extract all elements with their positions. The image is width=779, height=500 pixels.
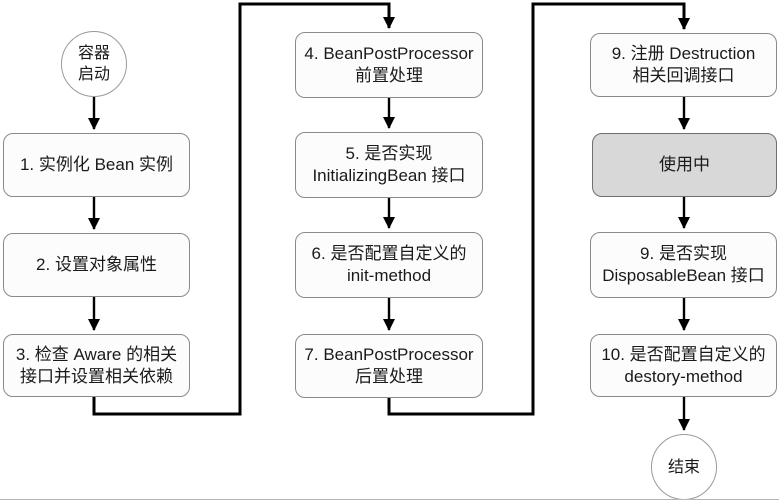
connector-step3-to-step4	[92, 2, 395, 416]
connector-step7-to-step8	[387, 2, 690, 416]
node-in-use-label: 使用中	[659, 155, 710, 174]
node-step9: 9. 是否实现 DisposableBean 接口	[590, 232, 777, 298]
node-step7-label: 7. BeanPostProcessor 后置处理	[304, 345, 474, 386]
node-step1: 1. 实例化 Bean 实例	[3, 133, 190, 197]
node-step4-label: 4. BeanPostProcessor 前置处理	[304, 44, 474, 85]
node-step2-label: 2. 设置对象属性	[36, 255, 157, 274]
node-step3-label: 3. 检查 Aware 的相关 接口并设置相关依赖	[15, 344, 178, 386]
node-end-label: 结束	[667, 458, 700, 476]
node-end: 结束	[651, 434, 717, 500]
node-step9-label: 9. 是否实现 DisposableBean 接口	[602, 244, 765, 285]
node-step10-label: 10. 是否配置自定义的 destory-method	[601, 344, 766, 386]
node-step3: 3. 检查 Aware 的相关 接口并设置相关依赖	[3, 334, 190, 397]
node-step5-label: 5. 是否实现 InitializingBean 接口	[312, 144, 466, 185]
node-step1-label: 1. 实例化 Bean 实例	[19, 155, 174, 174]
node-step7: 7. BeanPostProcessor 后置处理	[295, 334, 483, 398]
node-step5: 5. 是否实现 InitializingBean 接口	[295, 132, 483, 198]
node-step6-label: 6. 是否配置自定义的 init-method	[311, 244, 467, 285]
node-step10: 10. 是否配置自定义的 destory-method	[590, 334, 777, 397]
node-step2: 2. 设置对象属性	[3, 233, 190, 297]
node-in-use: 使用中	[592, 133, 777, 197]
node-start: 容器 启动	[61, 31, 127, 97]
node-start-label: 容器 启动	[77, 45, 110, 83]
node-step8: 9. 注册 Destruction 相关回调接口	[590, 33, 777, 97]
node-step4: 4. BeanPostProcessor 前置处理	[295, 32, 483, 98]
node-step6: 6. 是否配置自定义的 init-method	[295, 232, 483, 298]
node-step8-label: 9. 注册 Destruction 相关回调接口	[611, 44, 756, 85]
